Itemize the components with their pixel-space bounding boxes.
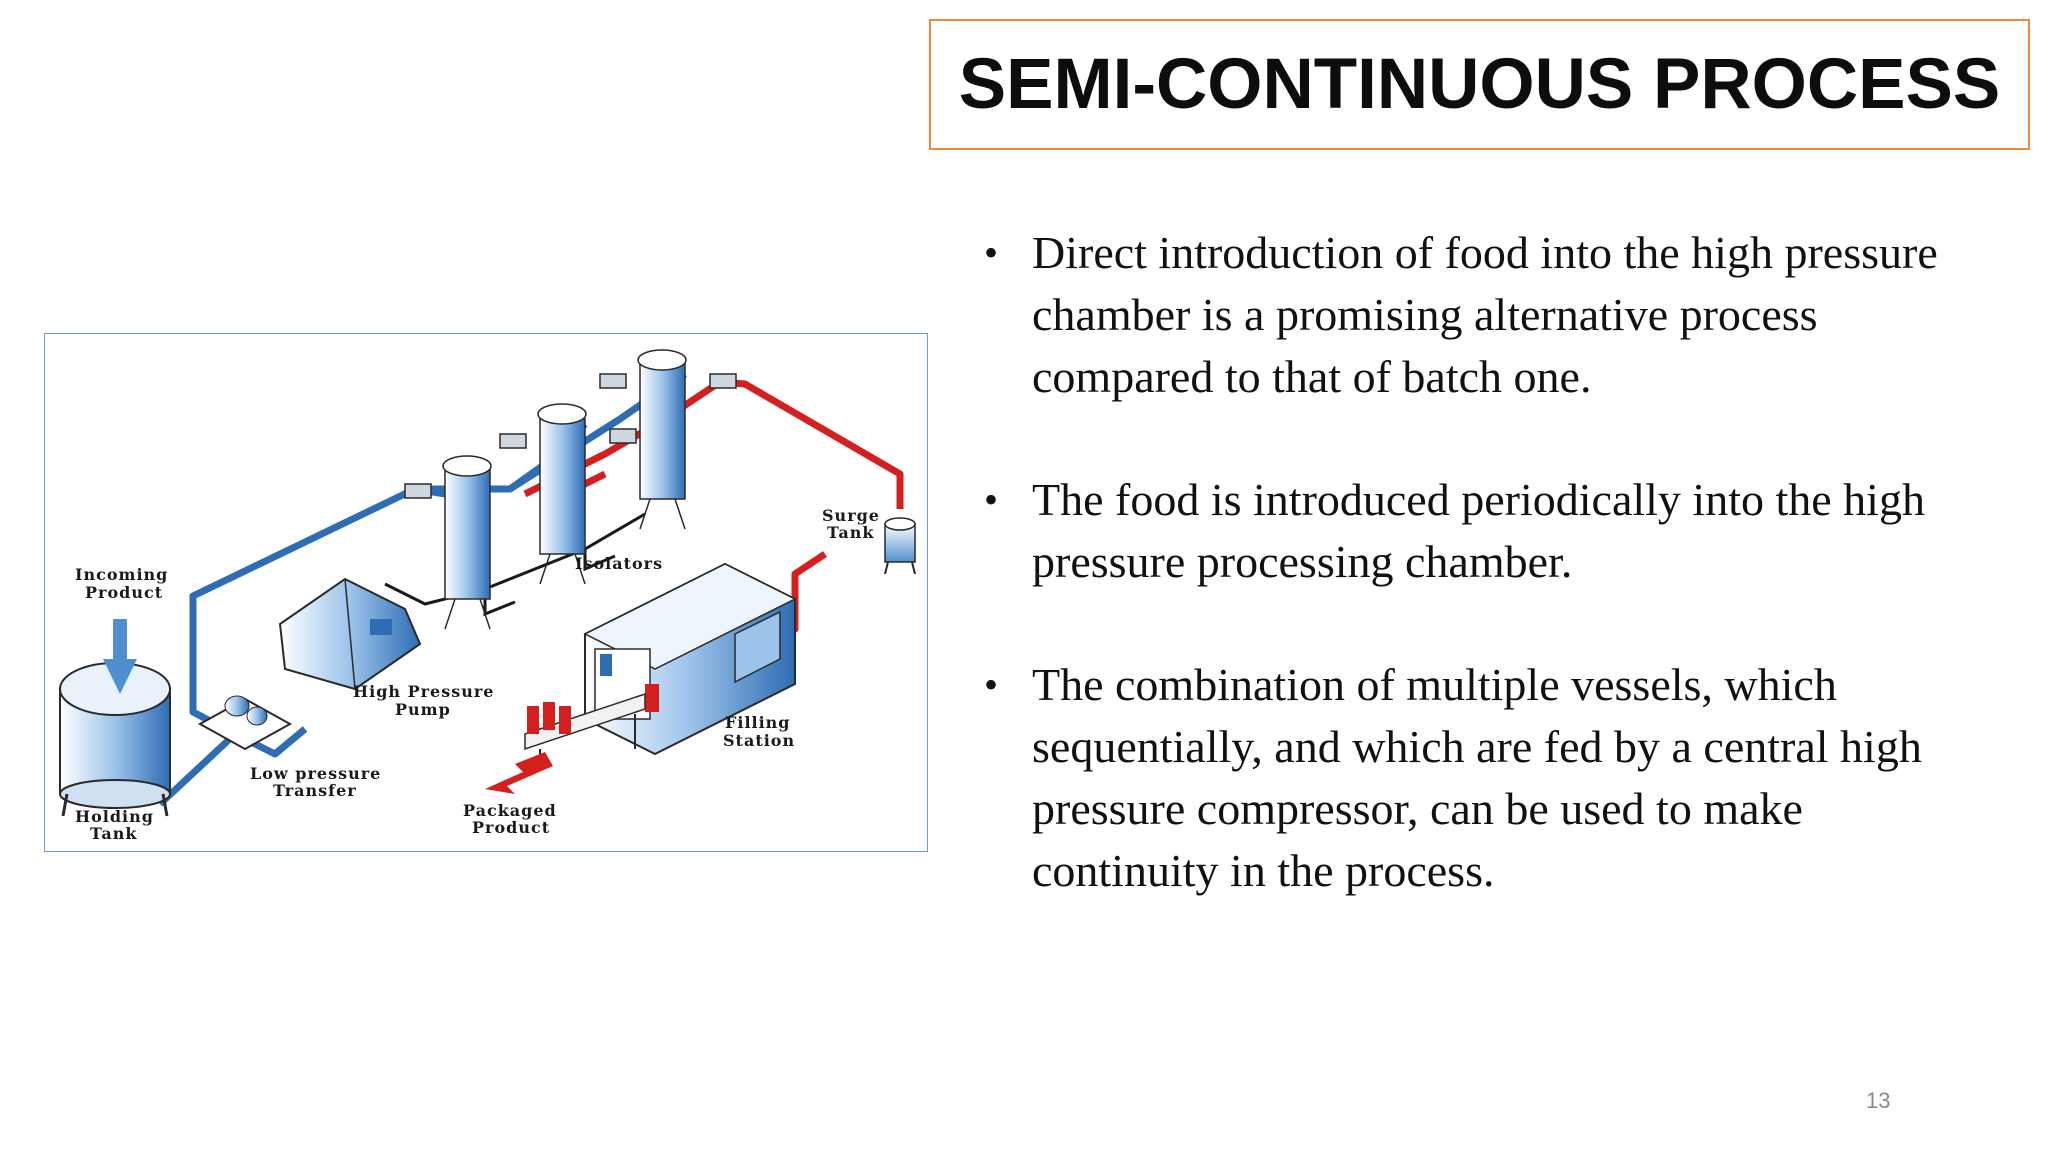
packaged-product-arrow (485, 752, 553, 794)
slide-title: SEMI-CONTINUOUS PROCESS (958, 45, 2001, 124)
bullet-item: • The combination of multiple vessels, w… (980, 654, 1990, 902)
bullet-marker: • (984, 230, 999, 275)
holding-tank (59, 619, 171, 817)
bullet-item: • Direct introduction of food into the h… (980, 222, 1990, 408)
bullet-text: The combination of multiple vessels, whi… (1032, 659, 1922, 896)
bullet-marker: • (984, 662, 999, 707)
filling-station (524, 562, 797, 769)
bullet-text: The food is introduced periodically into… (1032, 474, 1925, 587)
title-box: SEMI-CONTINUOUS PROCESS (929, 19, 2030, 150)
page-number: 13 (1866, 1088, 1891, 1113)
bullet-text: Direct introduction of food into the hig… (1032, 227, 1938, 402)
isolators (404, 349, 737, 630)
bullet-marker: • (984, 477, 999, 522)
bullet-item: • The food is introduced periodically in… (980, 469, 1990, 593)
bullet-list: • Direct introduction of food into the h… (980, 222, 1990, 902)
label-isolators: Isolators (575, 554, 663, 573)
low-pressure-pump (197, 695, 293, 751)
surge-tank (884, 517, 916, 575)
high-pressure-pump (278, 577, 422, 691)
